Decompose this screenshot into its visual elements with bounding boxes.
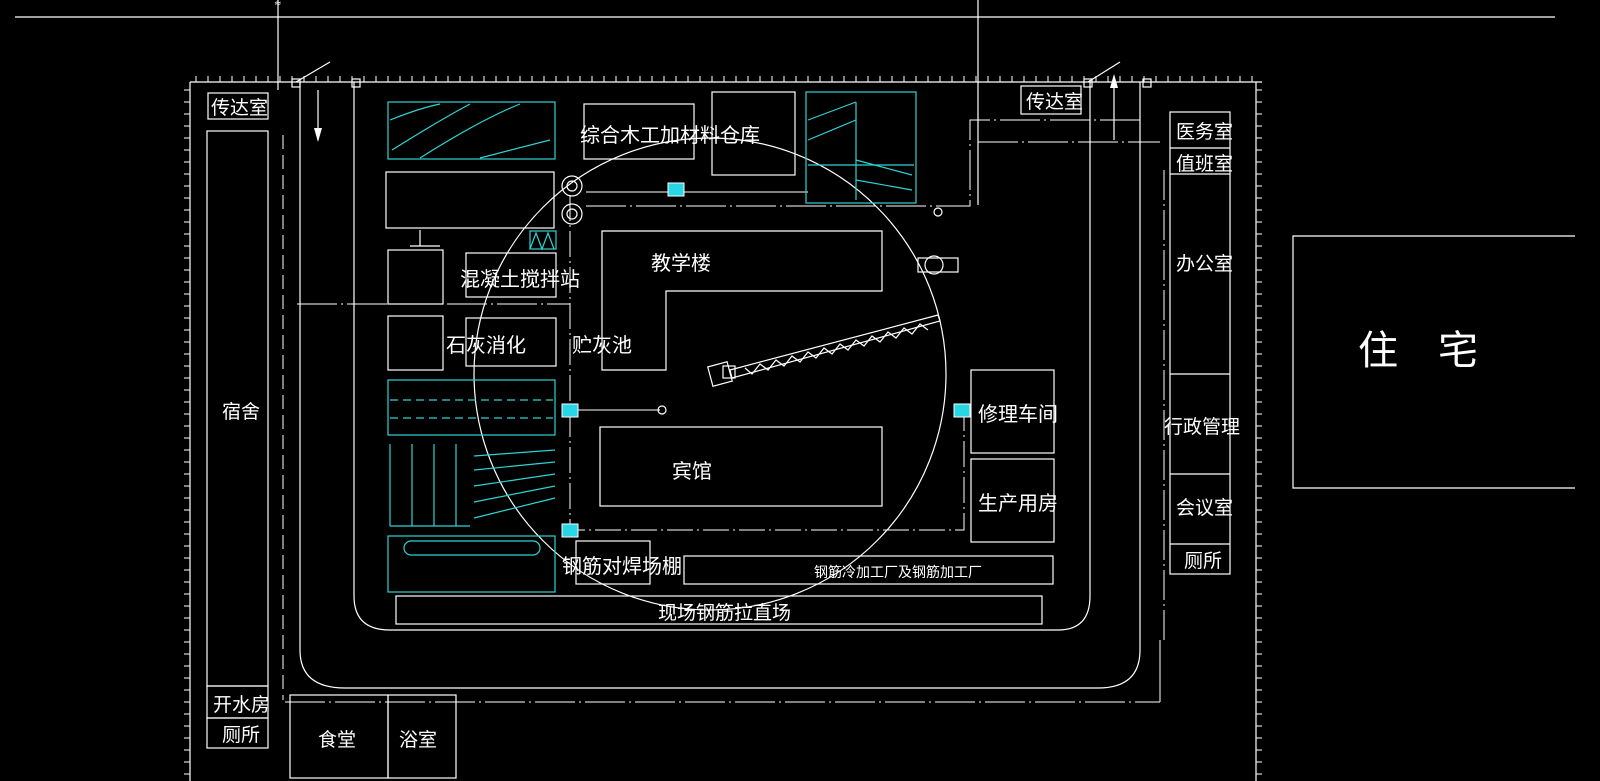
canteen-label: 食堂: [318, 729, 356, 751]
gate-house-right-label: 传达室: [1026, 91, 1083, 113]
residence: 住 宅: [1292, 235, 1575, 489]
residence-label: 住 宅: [1358, 328, 1478, 374]
dormitory: 宿舍: [206, 130, 269, 687]
top-road: ≈: [15, 0, 1555, 205]
site-boundary: [291, 61, 1152, 689]
toilet-left: 厕所: [206, 717, 269, 749]
hotel-label: 宾馆: [672, 459, 712, 483]
exit-arrow: [314, 90, 322, 142]
svg-text:≈: ≈: [274, 0, 282, 9]
teaching-building: 教学楼: [601, 230, 883, 371]
outer-fence: [184, 76, 1262, 781]
woodshop-label: 综合木工加材料仓库: [580, 123, 760, 147]
rebar-yard: 现场钢筋拉直场: [395, 595, 1043, 625]
production-room: 生产用房: [970, 458, 1058, 543]
concrete-plant-label: 混凝土搅拌站: [460, 267, 580, 291]
canteen: 食堂: [289, 694, 389, 779]
hotel: 宾馆: [599, 426, 883, 507]
lime-slaking-label: 石灰消化: [446, 333, 526, 357]
production-room-label: 生产用房: [978, 491, 1058, 515]
meeting-room-label: 会议室: [1176, 497, 1233, 519]
toilet-right-label: 厕所: [1184, 550, 1222, 572]
hydrant-icons: [561, 175, 959, 415]
entry-arrow: [1110, 74, 1118, 140]
concrete-plant: 混凝土搅拌站: [460, 252, 580, 298]
tower-crane-icon: [707, 314, 941, 387]
rebar-factory-label: 钢筋冷加工厂及钢筋加工厂: [814, 564, 982, 581]
gate-house-left-label: 传达室: [211, 97, 268, 119]
bathhouse: 浴室: [387, 694, 457, 779]
switch-box-icons: [561, 182, 971, 538]
teaching-building-label: 教学楼: [651, 251, 711, 275]
gate-house-right: 传达室: [1020, 85, 1083, 115]
clinic-label: 医务室: [1176, 121, 1233, 143]
duty-room-label: 值班室: [1176, 153, 1233, 175]
dormitory-label: 宿舍: [222, 401, 260, 423]
crane-radius: [473, 137, 947, 611]
material-yards: [385, 91, 917, 593]
gate-house-left: 传达室: [207, 92, 269, 120]
rebar-factory: 钢筋冷加工厂及钢筋加工厂: [683, 555, 1054, 585]
rebar-yard-label: 现场钢筋拉直场: [658, 602, 791, 624]
admin-label: 行政管理: [1164, 416, 1240, 438]
welding-shed-label: 钢筋对焊场棚: [562, 554, 682, 578]
boiler-room: 开水房: [206, 685, 270, 719]
woodshop: 综合木工加材料仓库: [580, 91, 796, 176]
boiler-room-label: 开水房: [213, 694, 270, 716]
welding-shed: 钢筋对焊场棚: [562, 540, 682, 585]
bathhouse-label: 浴室: [399, 729, 437, 751]
office-label: 办公室: [1176, 253, 1233, 275]
toilet-left-label: 厕所: [222, 724, 260, 746]
repair-workshop: 修理车间: [970, 369, 1058, 454]
right-block: 医务室 值班室 办公室 行政管理 会议室 厕所: [1164, 111, 1240, 575]
water-pipeline: [282, 119, 1165, 703]
repair-workshop-label: 修理车间: [978, 402, 1058, 426]
